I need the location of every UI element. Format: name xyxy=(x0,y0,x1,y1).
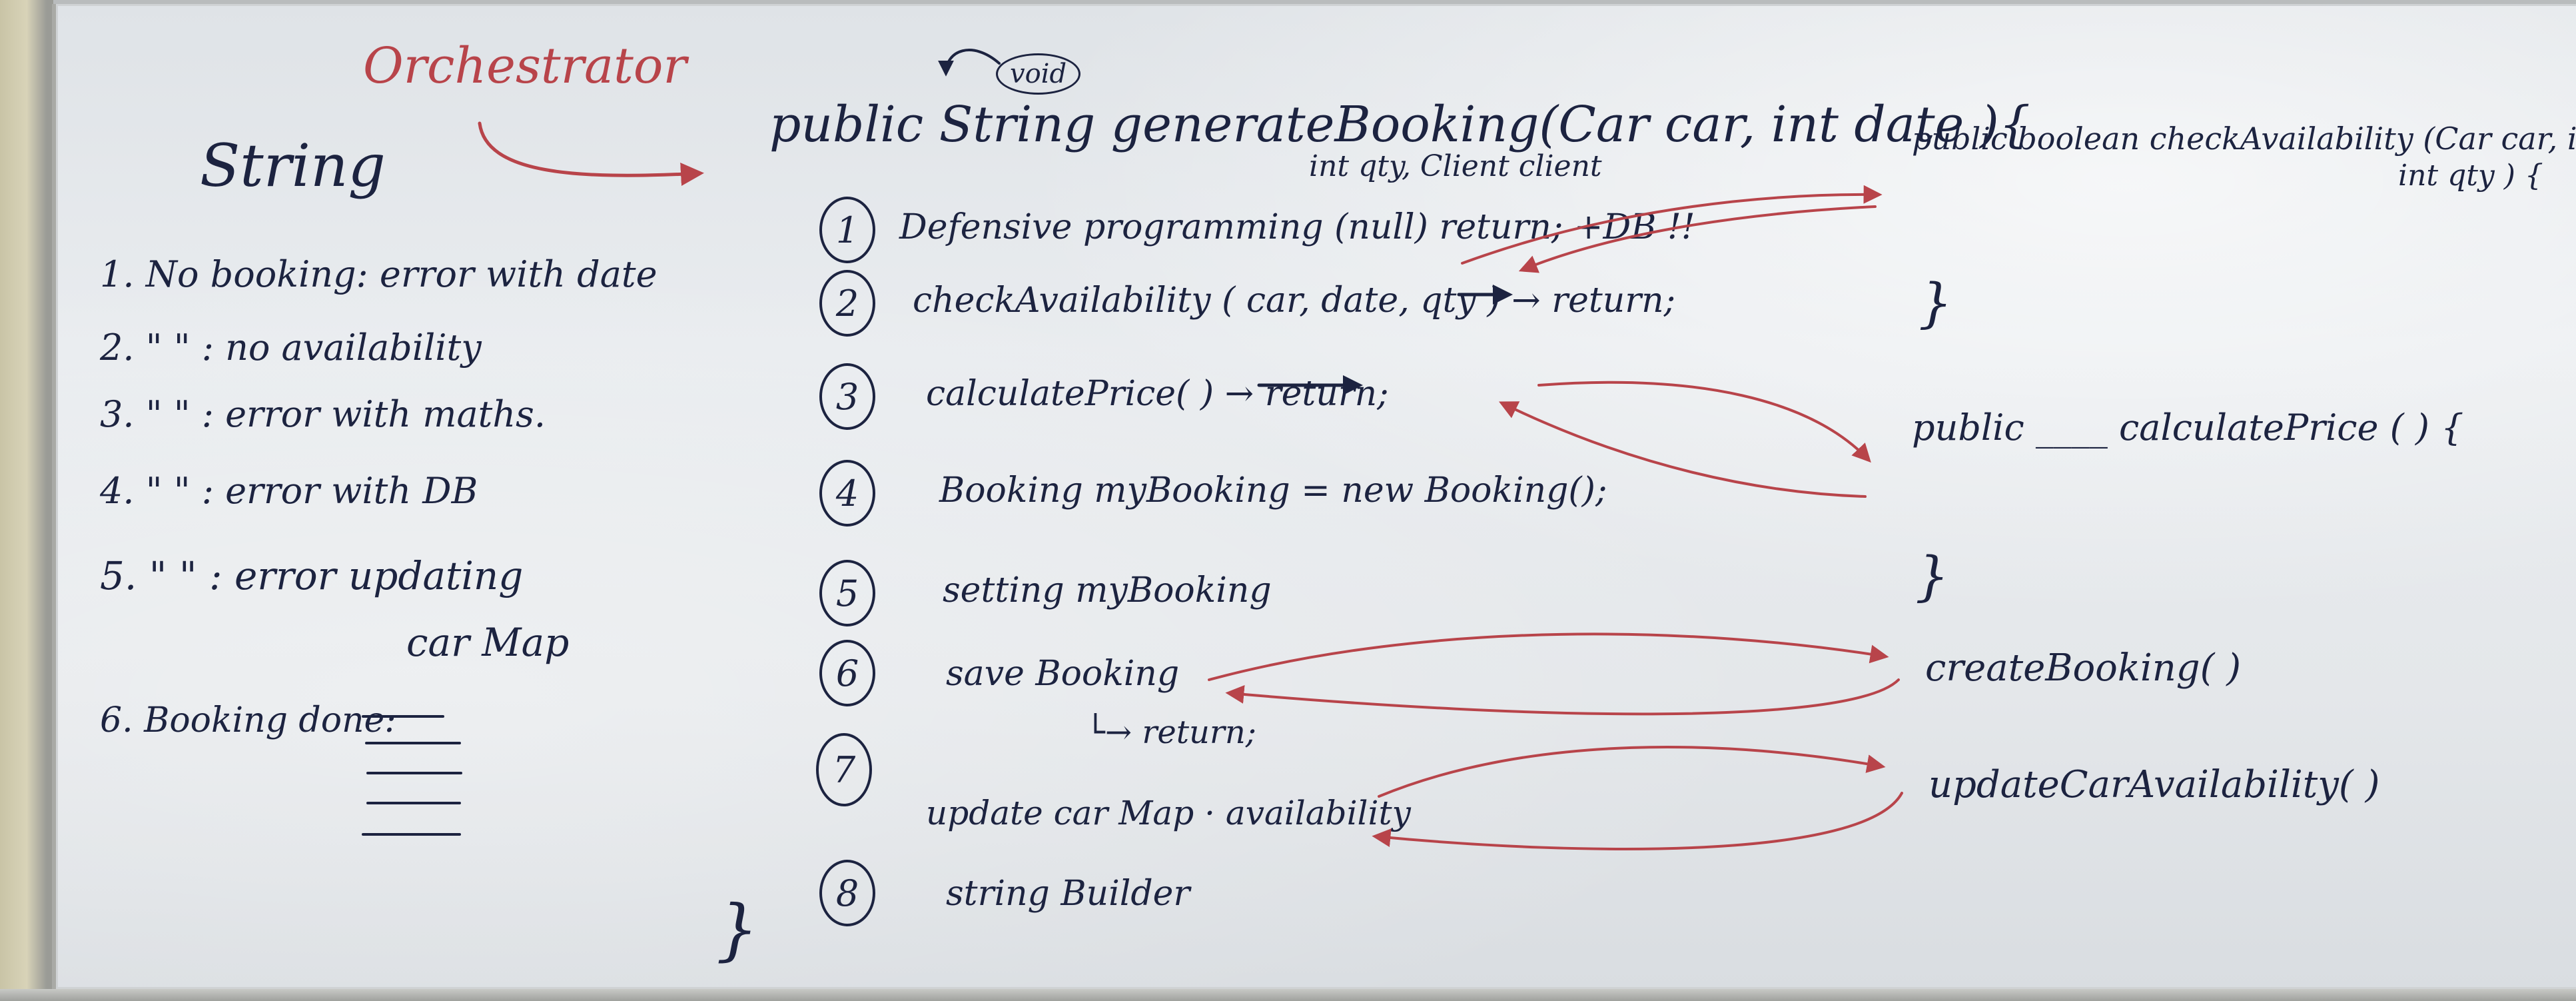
case-4: 4. " " : error with DB xyxy=(100,473,478,509)
case-text: " " : no availability xyxy=(145,327,482,369)
update-car-availability-method: updateCarAvailability( ) xyxy=(1929,763,2380,806)
closing-brace: } xyxy=(716,890,759,968)
calculate-price-signature: public ____ calculatePrice ( ) { xyxy=(1912,407,2464,449)
step-4-text: Booking myBooking = new Booking(); xyxy=(939,471,1607,510)
case-num: 2. xyxy=(100,327,135,369)
step-5-text: setting myBooking xyxy=(943,570,1272,610)
void-note: void xyxy=(996,53,1081,95)
step-1-circle: 1 xyxy=(819,197,875,263)
orchestrator-label: Orchestrator xyxy=(363,37,687,95)
case-text: Booking done: xyxy=(144,700,396,740)
step-4-circle: 4 xyxy=(819,460,875,526)
step-3-circle: 3 xyxy=(819,363,875,430)
create-booking-return-arrow xyxy=(1225,678,1900,716)
step-7-circle: 7 xyxy=(816,733,872,806)
void-curl-arrow xyxy=(938,49,1001,77)
method-signature: public String generateBooking(Car car, i… xyxy=(769,96,2030,153)
case-num: 6. xyxy=(100,700,133,740)
create-booking-method: createBooking( ) xyxy=(1925,646,2242,690)
update-availability-return-arrow xyxy=(1372,792,1903,850)
return-type-label: String xyxy=(200,131,386,200)
check-availability-signature: public boolean checkAvailability (Car ca… xyxy=(1912,121,2576,157)
step-7-text: update car Map · availability xyxy=(926,794,1411,832)
create-booking-out-arrow xyxy=(1208,632,1889,681)
case-5: 5. " " : error updating xyxy=(100,556,523,595)
step-3-text: calculatePrice( ) → return; xyxy=(926,374,1389,414)
step-8-circle: 8 xyxy=(819,860,875,926)
step-6-text: save Booking xyxy=(946,654,1180,694)
marker-tray xyxy=(0,989,2576,1001)
update-availability-out-arrow xyxy=(1378,746,1886,798)
case-6: 6. Booking done: xyxy=(100,703,396,738)
case-num: 1. xyxy=(100,253,135,295)
save-booking-return: └→ return; xyxy=(1086,714,1256,751)
check-availability-signature-cont: int qty ) { xyxy=(2398,159,2543,193)
calculate-price-close: } xyxy=(1915,545,1949,607)
case-3: 3. " " : error with maths. xyxy=(100,397,546,433)
case-text: " " : error with DB xyxy=(145,470,478,512)
case-text: No booking: error with date xyxy=(145,253,657,295)
signature-params-cont: int qty, Client client xyxy=(1309,149,1602,183)
case-text: " " : error with maths. xyxy=(145,393,546,435)
step-8-text: string Builder xyxy=(946,874,1190,914)
case-text: " " : error updating xyxy=(149,553,524,598)
orchestrator-arrow xyxy=(478,121,704,186)
case-num: 3. xyxy=(100,393,135,435)
whiteboard xyxy=(52,4,2576,989)
calculate-price-return-arrow xyxy=(1498,401,1867,498)
step-6-circle: 6 xyxy=(819,640,875,706)
case-5-cont: car Map xyxy=(406,620,570,665)
step-2-text: checkAvailability ( car, date, qty ) → r… xyxy=(913,281,1676,321)
case-2: 2. " " : no availability xyxy=(100,330,482,366)
calculate-price-out-arrow xyxy=(1537,381,1871,463)
case-num: 4. xyxy=(100,470,135,512)
case-num: 5. xyxy=(100,553,137,598)
check-availability-close: } xyxy=(1919,272,1952,334)
case-1: 1. No booking: error with date xyxy=(100,257,657,293)
step-2-circle: 2 xyxy=(819,270,875,337)
check-availability-out-arrow xyxy=(1461,185,1883,265)
step-1-text: Defensive programming (null) return; +DB… xyxy=(899,207,1695,247)
check-availability-return-arrow xyxy=(1518,205,1877,273)
step-5-circle: 5 xyxy=(819,560,875,626)
booking-done-lines xyxy=(362,715,462,836)
